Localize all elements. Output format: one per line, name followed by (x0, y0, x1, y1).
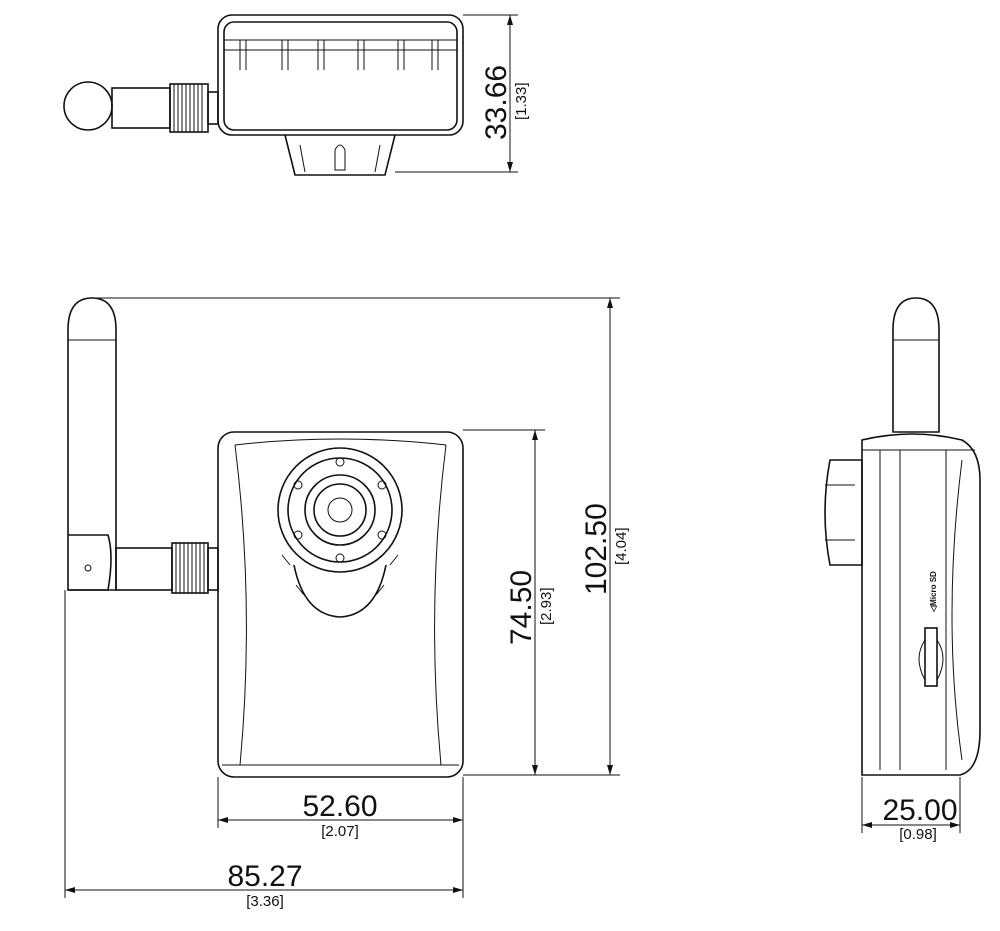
body-height-in: [2.93] (538, 587, 555, 625)
top-depth-in: [1.33] (513, 82, 530, 120)
micro-sd-label: ◁Micro SD (929, 571, 938, 613)
side-depth-mm: 25.00 (882, 794, 957, 827)
top-view: 33.66 [1.33] (63, 14, 530, 176)
total-width-mm: 85.27 (227, 860, 302, 893)
total-height-in: [4.04] (613, 527, 630, 565)
front-view: 74.50 [2.93] 102.50 [4.04] 52.60 [2.07] … (64, 297, 630, 910)
side-depth-in: [0.98] (899, 826, 937, 843)
top-depth-mm: 33.66 (480, 65, 513, 140)
body-width-in: [2.07] (321, 823, 359, 840)
total-height-mm: 102.50 (580, 503, 613, 595)
body-height-mm: 74.50 (505, 570, 538, 645)
body-width-mm: 52.60 (302, 790, 377, 823)
side-view: ◁Micro SD 25.00 [0.98] (824, 297, 981, 843)
micro-sd-slot (924, 627, 938, 687)
total-width-in: [3.36] (246, 893, 284, 910)
